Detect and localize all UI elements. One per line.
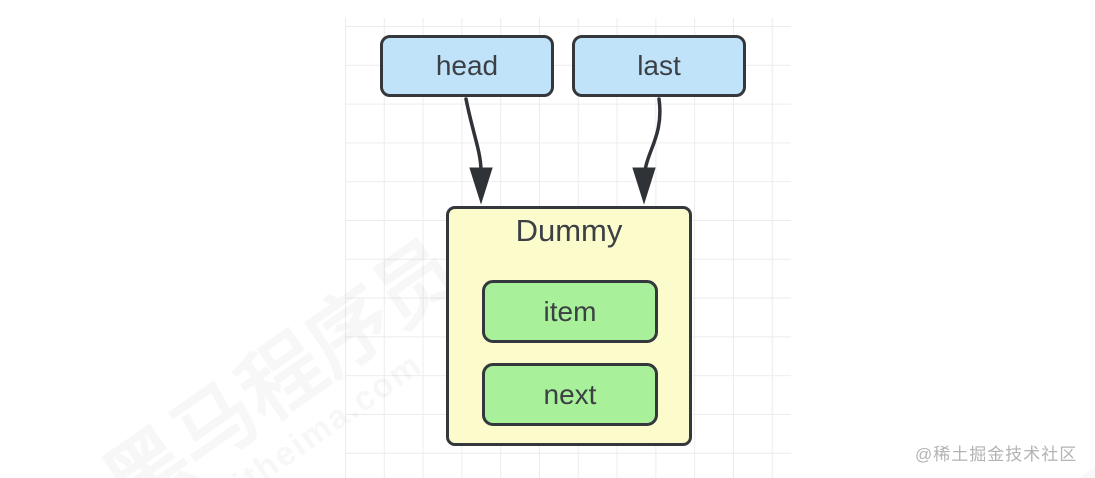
head-pointer-node: head xyxy=(380,35,554,97)
dummy-node-title: Dummy xyxy=(515,213,623,248)
next-field-node: next xyxy=(482,363,658,426)
item-field-label: item xyxy=(543,295,597,327)
site-credit-watermark: @稀土掘金技术社区 xyxy=(915,445,1078,464)
item-field-node: item xyxy=(482,280,658,343)
dummy-node: Dummy item next xyxy=(446,206,692,446)
last-pointer-node: last xyxy=(572,35,746,97)
last-pointer-label: last xyxy=(637,50,681,81)
head-pointer-label: head xyxy=(435,50,499,81)
next-field-label: next xyxy=(543,378,597,410)
